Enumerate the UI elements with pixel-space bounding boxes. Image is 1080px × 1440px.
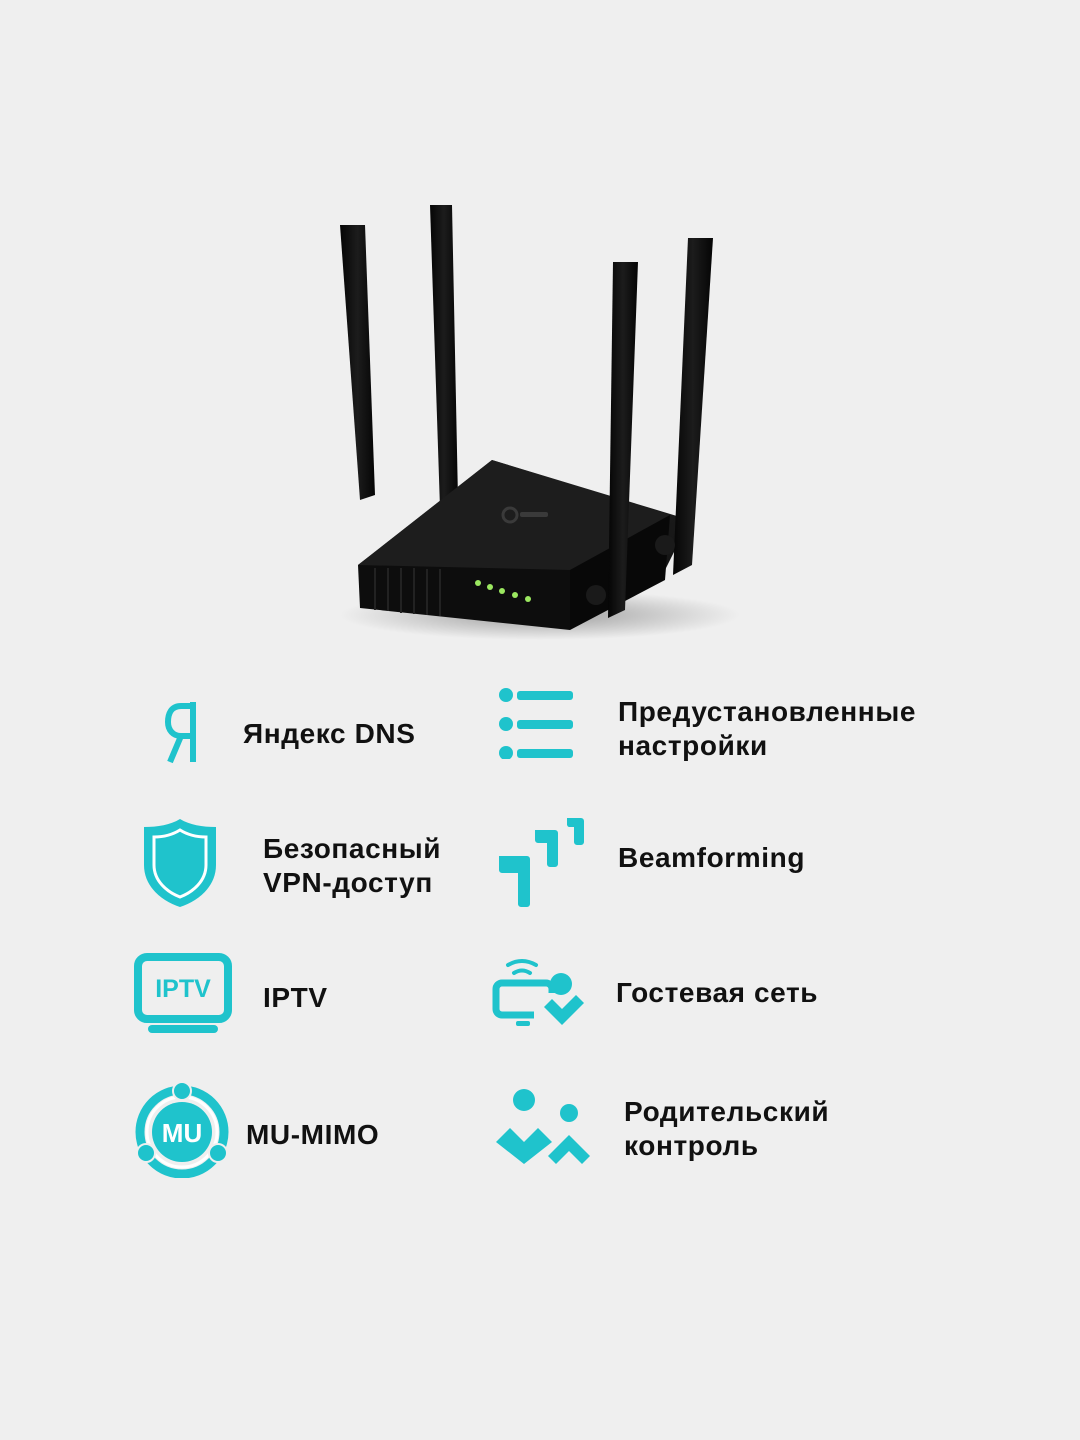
mu-icon-text: MU	[162, 1118, 202, 1148]
guest-network-icon	[492, 959, 584, 1026]
antenna-hinge	[655, 535, 675, 555]
feature-label: MU-MIMO	[246, 1119, 380, 1150]
antenna-hinge	[586, 585, 606, 605]
feature-label: Предустановленные настройки	[618, 696, 917, 761]
router-front	[358, 565, 570, 630]
brand-logo	[501, 506, 548, 524]
led-4	[512, 592, 518, 598]
led-1	[475, 580, 481, 586]
led-5	[525, 596, 531, 602]
router-image	[340, 205, 740, 640]
shield-icon	[144, 819, 216, 907]
led-3	[499, 588, 505, 594]
feature-label: Beamforming	[618, 842, 806, 873]
antenna-front-left	[340, 225, 375, 500]
beamforming-icon	[499, 818, 584, 907]
feature-label: Гостевая сеть	[616, 977, 819, 1008]
status-leds	[475, 580, 531, 602]
antenna-front-right-inner	[608, 262, 638, 618]
feature-label: Безопасный VPN-доступ	[263, 833, 442, 898]
yandex-ya-icon	[165, 702, 196, 764]
parental-control-icon	[496, 1089, 590, 1164]
tv-icon: IPTV	[134, 953, 232, 1033]
feature-label: Яндекс DNS	[243, 718, 416, 749]
antenna-front-right-outer	[673, 238, 713, 575]
mu-mimo-icon: MU	[135, 1082, 229, 1178]
tv-icon-text: IPTV	[155, 975, 211, 1003]
feature-label: IPTV	[263, 982, 328, 1013]
feature-label: Родительский контроль	[624, 1096, 830, 1161]
antenna-back-left	[430, 205, 458, 508]
router-vents	[374, 568, 441, 616]
led-2	[487, 584, 493, 590]
list-icon	[499, 688, 573, 759]
